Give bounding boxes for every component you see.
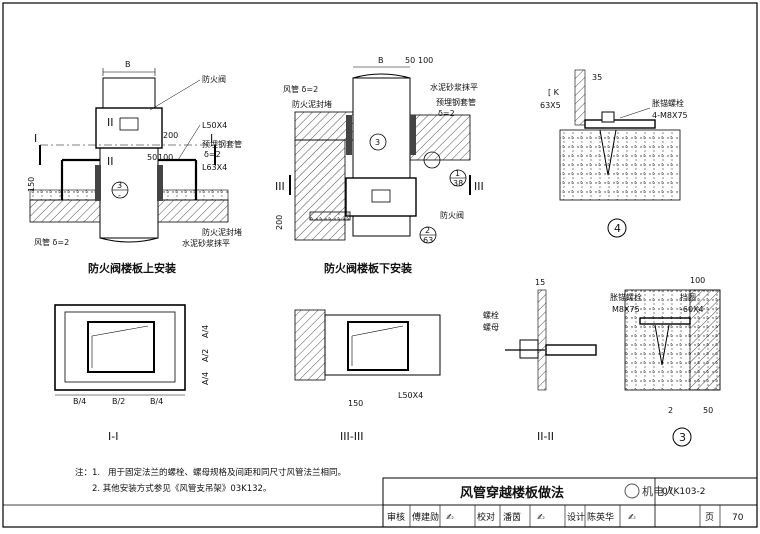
- dim-50: 50: [147, 153, 157, 162]
- dim-200: 200: [163, 131, 178, 140]
- tb-design-sign: ✍: [628, 513, 636, 523]
- label-63x5: 63X5: [540, 101, 561, 110]
- label-anchor: 胀锚螺栓: [652, 98, 684, 108]
- dim-a2: A/2: [201, 349, 210, 362]
- section-iii-iii: 150 L50X4 III-III: [294, 309, 441, 443]
- label-nut: 螺母: [483, 322, 499, 332]
- label-sleeve: 预埋钢套管: [202, 139, 242, 149]
- detail-valve-above-floor: B I I II II 200 50 100 150 3 -: [27, 60, 242, 275]
- dim-200-2: 200: [275, 215, 284, 230]
- label-fire-seal2: 防火泥封堵: [292, 99, 332, 109]
- tb-check: 校对: [477, 511, 495, 523]
- label-delta: δ=2: [204, 150, 221, 159]
- tb-page-label: 页: [705, 512, 714, 523]
- callout-num: 3: [117, 181, 122, 190]
- label-m8x75: M8X75: [612, 305, 640, 314]
- sheet-title: 风管穿越楼板做法: [460, 485, 564, 501]
- label-channel: [ K: [548, 88, 560, 97]
- label-4m8x75: 4-M8X75: [652, 111, 688, 120]
- dim-150-iii: 150: [348, 399, 363, 408]
- callout-1-num: 1: [455, 169, 460, 178]
- label-60x4: -60X4: [680, 305, 704, 314]
- dim-150: 150: [27, 177, 36, 192]
- label-mortar2: 水泥砂浆抹平: [430, 82, 478, 92]
- dim-b-label: B: [125, 60, 131, 69]
- section-mark-ii-mid: II: [107, 155, 114, 168]
- caption-above-floor: 防火阀楼板上安装: [88, 261, 176, 275]
- section-mark-iii-right: III: [474, 180, 484, 193]
- callout-2-num: 2: [425, 226, 430, 235]
- notes: 注：1. 用于固定法兰的螺栓、螺母规格及间距和同尺寸风管法兰相同。 2. 其他安…: [75, 467, 346, 494]
- dim-50-d3: 50: [703, 406, 713, 415]
- note-lead: 注：1.: [75, 467, 100, 478]
- label-l50x4-iii: L50X4: [398, 391, 423, 400]
- note-line2: 2. 其他安装方式参见《风管支吊架》03K132。: [92, 483, 271, 494]
- detail-4-number: 4: [614, 222, 621, 235]
- label-mortar: 水泥砂浆抹平: [182, 238, 230, 248]
- detail-4: 35 [ K 63X5 胀锚螺栓 4-M8X75 4: [540, 69, 688, 238]
- dim-100-d3: 100: [690, 276, 705, 285]
- caption-iii-iii: III-III: [340, 430, 363, 443]
- section-mark-iii-left: III: [275, 180, 285, 193]
- label-ring: 挡圈: [680, 292, 696, 302]
- tb-review: 审核: [387, 511, 405, 523]
- dim-100: 100: [158, 153, 173, 162]
- label-valve2: 防火阀: [440, 210, 464, 220]
- sheet-border: [2, 2, 758, 528]
- label-fire-valve: 防火阀: [202, 74, 226, 84]
- tb-design: 设计: [567, 511, 585, 523]
- detail-valve-below-floor: B 50 100 III III 200 1 38 2 63: [275, 56, 484, 275]
- label-l50x4: L50X4: [202, 121, 227, 130]
- callout-2-sheet: 63: [423, 236, 433, 245]
- label-fire-seal: 防火泥封堵: [202, 227, 242, 237]
- caption-i-i: I-I: [108, 430, 118, 443]
- tb-check-sign: ✍: [537, 513, 545, 523]
- callout-3-num: 3: [375, 138, 380, 147]
- section-mark-i-right: I: [210, 132, 213, 145]
- dim-b2: B/2: [112, 397, 125, 406]
- tb-designer: 陈英华: [587, 511, 614, 523]
- tb-atlas-no: 07K103-2: [662, 487, 706, 497]
- detail-3: 100 50 2 胀锚螺栓 M8X75 挡圈 -60X4 3: [610, 276, 721, 447]
- label-bolt: 螺栓: [483, 310, 499, 320]
- note-line1: 用于固定法兰的螺栓、螺母规格及间距和同尺寸风管法兰相同。: [108, 467, 346, 478]
- label-l63x4: L63X4: [202, 163, 227, 172]
- dim-15: 15: [535, 278, 545, 287]
- detail-3-number: 3: [679, 431, 686, 444]
- dim-a4-a: A/4: [201, 372, 210, 385]
- dim-a4-b: A/4: [201, 325, 210, 338]
- section-i-i: B/4 B/2 B/4 A/4 A/2 A/4 I-I: [54, 304, 210, 443]
- tb-reviewer: 傅建勋: [412, 511, 439, 523]
- section-mark-ii-top: II: [107, 116, 114, 129]
- tb-page: 70: [732, 513, 744, 523]
- dim-35: 35: [592, 73, 602, 82]
- label-duct2: 风管 δ=2: [283, 84, 318, 94]
- dim-b4-b: B/4: [150, 397, 163, 406]
- dim-50-2: 50: [405, 56, 415, 65]
- dim-b2: B: [378, 56, 384, 65]
- watermark-text: 机电人: [642, 484, 675, 498]
- label-duct: 风管 δ=2: [34, 237, 69, 247]
- tb-checker: 潘茵: [503, 511, 521, 523]
- dim-2-d3: 2: [668, 406, 673, 415]
- label-anchor-d3: 胀锚螺栓: [610, 292, 642, 302]
- section-mark-i-left: I: [34, 132, 37, 145]
- caption-ii-ii: II-II: [537, 430, 554, 443]
- watermark-icon: [624, 483, 640, 499]
- dim-100-2: 100: [418, 56, 433, 65]
- caption-below-floor: 防火阀楼板下安装: [324, 261, 412, 275]
- label-delta2: δ=2: [438, 109, 455, 118]
- title-block: 风管穿越楼板做法 审核 傅建勋 ✍ 校对 潘茵 ✍ 设计 陈英华 ✍ 07K10…: [382, 477, 758, 528]
- label-sleeve2: 预埋钢套管: [436, 97, 476, 107]
- tb-review-sign: ✍: [446, 513, 454, 523]
- callout-sheet: -: [118, 191, 121, 200]
- section-ii-ii: 15 螺栓 螺母 II-II: [483, 278, 597, 443]
- dim-b4-a: B/4: [73, 397, 86, 406]
- callout-1-sheet: 38: [453, 179, 463, 188]
